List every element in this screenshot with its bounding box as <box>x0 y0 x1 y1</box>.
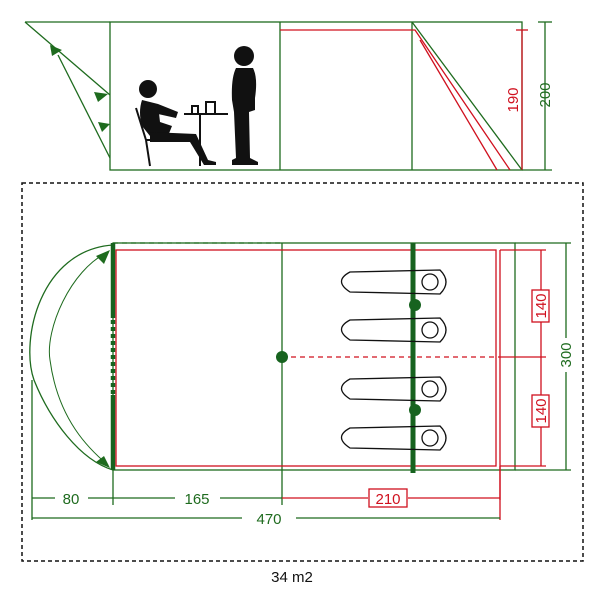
awning-slope-outer <box>24 21 111 96</box>
standing-person-icon <box>231 46 258 165</box>
awning-peg-icon-5 <box>96 456 110 468</box>
awning-peg-icon-4 <box>96 250 110 264</box>
height-200-label: 200 <box>537 82 554 107</box>
awning-slope-inner <box>57 54 111 159</box>
footprint-dashed-border <box>21 182 584 562</box>
width-140-label-box-1 <box>531 289 550 323</box>
awning-peg-icon-3 <box>98 122 110 132</box>
inner-tent-slope-2 <box>419 39 498 171</box>
total-length-label: 470 <box>256 511 281 528</box>
awning-outline <box>29 244 114 471</box>
bedroom-depth-label: 210 <box>375 491 400 508</box>
width-140-label-box-2 <box>531 394 550 428</box>
bedroom-depth-label-box <box>368 488 408 508</box>
height-190-label: 190 <box>505 87 522 112</box>
side-view: 190 200 <box>24 21 554 171</box>
width-300-label: 300 <box>558 342 575 367</box>
width-140-label-2: 140 <box>533 398 550 423</box>
pole-joint-icon-3 <box>409 404 421 416</box>
width-300-label-bg <box>558 338 574 372</box>
living-area-label: 165 <box>184 491 209 508</box>
sleeping-bag-icon <box>340 376 447 402</box>
inner-tent-outline <box>280 29 511 171</box>
side-end-slope-green <box>411 21 523 171</box>
awning-peg-icon-2 <box>94 92 108 102</box>
awning-peg-icon-1 <box>50 45 62 56</box>
width-140-label-1: 140 <box>533 293 550 318</box>
pole-joint-icon-2 <box>409 299 421 311</box>
sleeping-bag-icon <box>340 269 447 295</box>
floor-plan: 140 140 300 80 165 210 470 <box>21 182 584 562</box>
seated-person-icon <box>139 80 216 165</box>
table-icon <box>184 101 228 166</box>
pole-joint-icon-1 <box>276 351 288 363</box>
chair-icon <box>135 107 178 167</box>
sleeping-bag-icon <box>340 425 447 451</box>
inner-tent-footprint <box>115 249 497 467</box>
area-label: 34 m2 <box>271 569 313 586</box>
sleeping-bag-icon <box>340 317 447 343</box>
awning-depth-label: 80 <box>63 491 80 508</box>
awning-inner-outline <box>48 251 109 466</box>
